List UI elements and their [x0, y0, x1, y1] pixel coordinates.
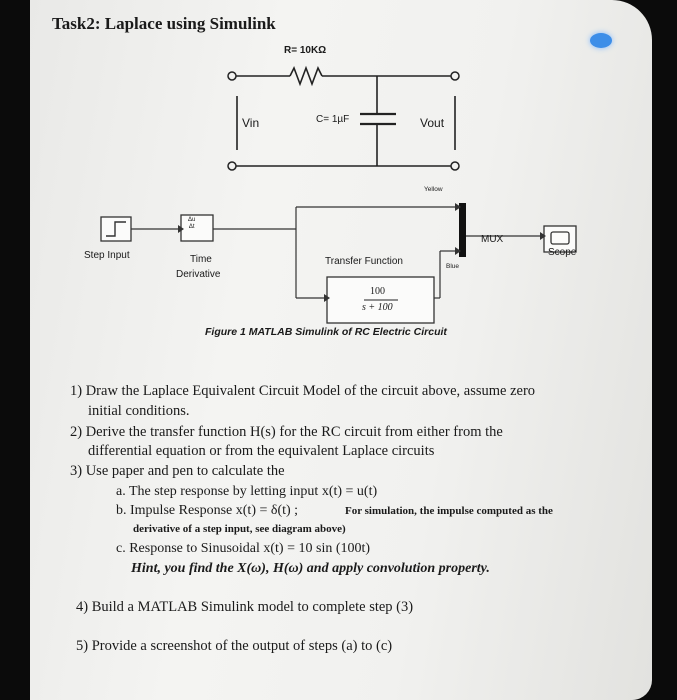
- tf-denominator: s + 100: [362, 302, 393, 313]
- derivative-symbol-top: Δu: [188, 217, 196, 223]
- question-3b: b. Impulse Response x(t) = δ(t) ;: [116, 503, 299, 518]
- vin-label: Vin: [242, 116, 260, 130]
- tf-numerator: 100: [370, 286, 385, 297]
- question-5: 5) Provide a screenshot of the output of…: [76, 638, 393, 654]
- vout-label: Vout: [420, 116, 445, 130]
- derivative-symbol: Δu Δt: [188, 217, 195, 231]
- terminal-in-bottom: [227, 161, 237, 171]
- question-3c: c. Response to Sinusoidal x(t) = 10 sin …: [116, 541, 371, 556]
- resistor-label: R= 10KΩ: [284, 45, 327, 56]
- page-title: Task2: Laplace using Simulink: [52, 14, 276, 33]
- derivative-symbol-bottom: Δt: [188, 224, 195, 230]
- derivative-label: Derivative: [176, 269, 221, 280]
- document-page: [30, 0, 652, 700]
- question-1-line1: 1) Draw the Laplace Equivalent Circuit M…: [70, 383, 536, 399]
- question-1-line2: initial conditions.: [88, 403, 190, 419]
- question-3-line1: 3) Use paper and pen to calculate the: [70, 463, 285, 479]
- blue-label: Blue: [446, 263, 460, 270]
- terminal-in-top: [227, 71, 237, 81]
- scope-block: [543, 225, 577, 253]
- question-3b-note2: derivative of a step input, see diagram …: [133, 523, 346, 535]
- derivative-label-time: Time: [190, 254, 212, 265]
- question-2-line1: 2) Derive the transfer function H(s) for…: [70, 424, 503, 440]
- resistor-symbol: [289, 65, 323, 87]
- step-block: [100, 216, 132, 242]
- transfer-function-label: Transfer Function: [325, 256, 403, 267]
- capacitor-label: C= 1µF: [316, 114, 350, 125]
- scope-label: Scope: [548, 247, 577, 258]
- question-3b-note: For simulation, the impulse computed as …: [345, 505, 553, 517]
- question-3a: a. The step response by letting input x(…: [116, 484, 378, 499]
- question-2-line2: differential equation or from the equiva…: [88, 443, 435, 459]
- light-reflection: [590, 33, 612, 48]
- derivative-block: [180, 214, 214, 242]
- mux-block: [459, 203, 466, 257]
- question-4: 4) Build a MATLAB Simulink model to comp…: [76, 599, 414, 615]
- terminal-out-top: [450, 71, 460, 81]
- figure-caption: Figure 1 MATLAB Simulink of RC Electric …: [205, 326, 447, 338]
- hint-text: Hint, you find the X(ω), H(ω) and apply …: [131, 561, 490, 576]
- step-input-label: Step Input: [84, 250, 130, 261]
- terminal-out-bottom: [450, 161, 460, 171]
- mux-label: MUX: [481, 234, 504, 245]
- yellow-label: Yellow: [424, 186, 443, 193]
